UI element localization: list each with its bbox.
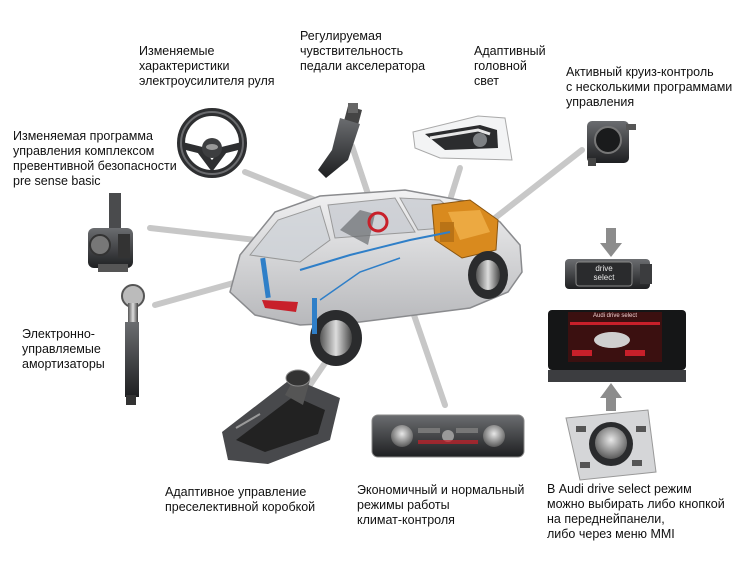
label-driveselect: В Audi drive select режим можно выбирать… <box>547 482 725 541</box>
shock-absorber-icon <box>121 284 145 405</box>
label-accelerator: Регулируемая чувствительность педали акс… <box>300 29 426 73</box>
label-headlight: Адаптивный головной свет <box>474 44 546 88</box>
steering-highlight-icon <box>367 211 389 233</box>
label-gearbox: Адаптивное управление преселективной кор… <box>165 485 316 514</box>
gear-shifter-icon <box>222 369 340 464</box>
arrow-up-icon <box>600 383 622 411</box>
mmi-screen-title: Audi drive select <box>592 313 638 319</box>
label-steering: Изменяемые характеристики электроусилите… <box>139 44 275 88</box>
climate-panel-icon <box>371 414 525 458</box>
mmi-control-knob-icon <box>565 409 657 481</box>
arrow-down-icon <box>600 228 622 257</box>
label-dampers: Электронно- управляемые амортизаторы <box>22 327 105 371</box>
front-wheel-icon <box>468 251 508 299</box>
label-cruise: Активный круиз-контроль с несколькими пр… <box>566 65 733 109</box>
headlight-icon <box>412 115 513 161</box>
drive-select-line1: drive <box>595 264 613 273</box>
drive-select-line2: select <box>593 273 615 282</box>
label-climate: Экономичный и нормальный режимы работы к… <box>357 483 525 527</box>
label-presense: Изменяемая программа управления комплекс… <box>13 129 177 188</box>
mmi-screen-icon <box>548 310 686 382</box>
drive-select-button-label: drive select <box>578 264 630 282</box>
presense-module-icon <box>88 193 133 272</box>
drive-select-button-icon <box>565 259 652 289</box>
accelerator-pedal-icon <box>318 103 362 178</box>
cruise-radar-icon <box>587 121 636 166</box>
engine-icon <box>431 199 499 259</box>
steering-wheel-icon <box>177 108 247 178</box>
car-cutaway <box>229 189 523 366</box>
rear-wheel-icon <box>310 310 362 366</box>
